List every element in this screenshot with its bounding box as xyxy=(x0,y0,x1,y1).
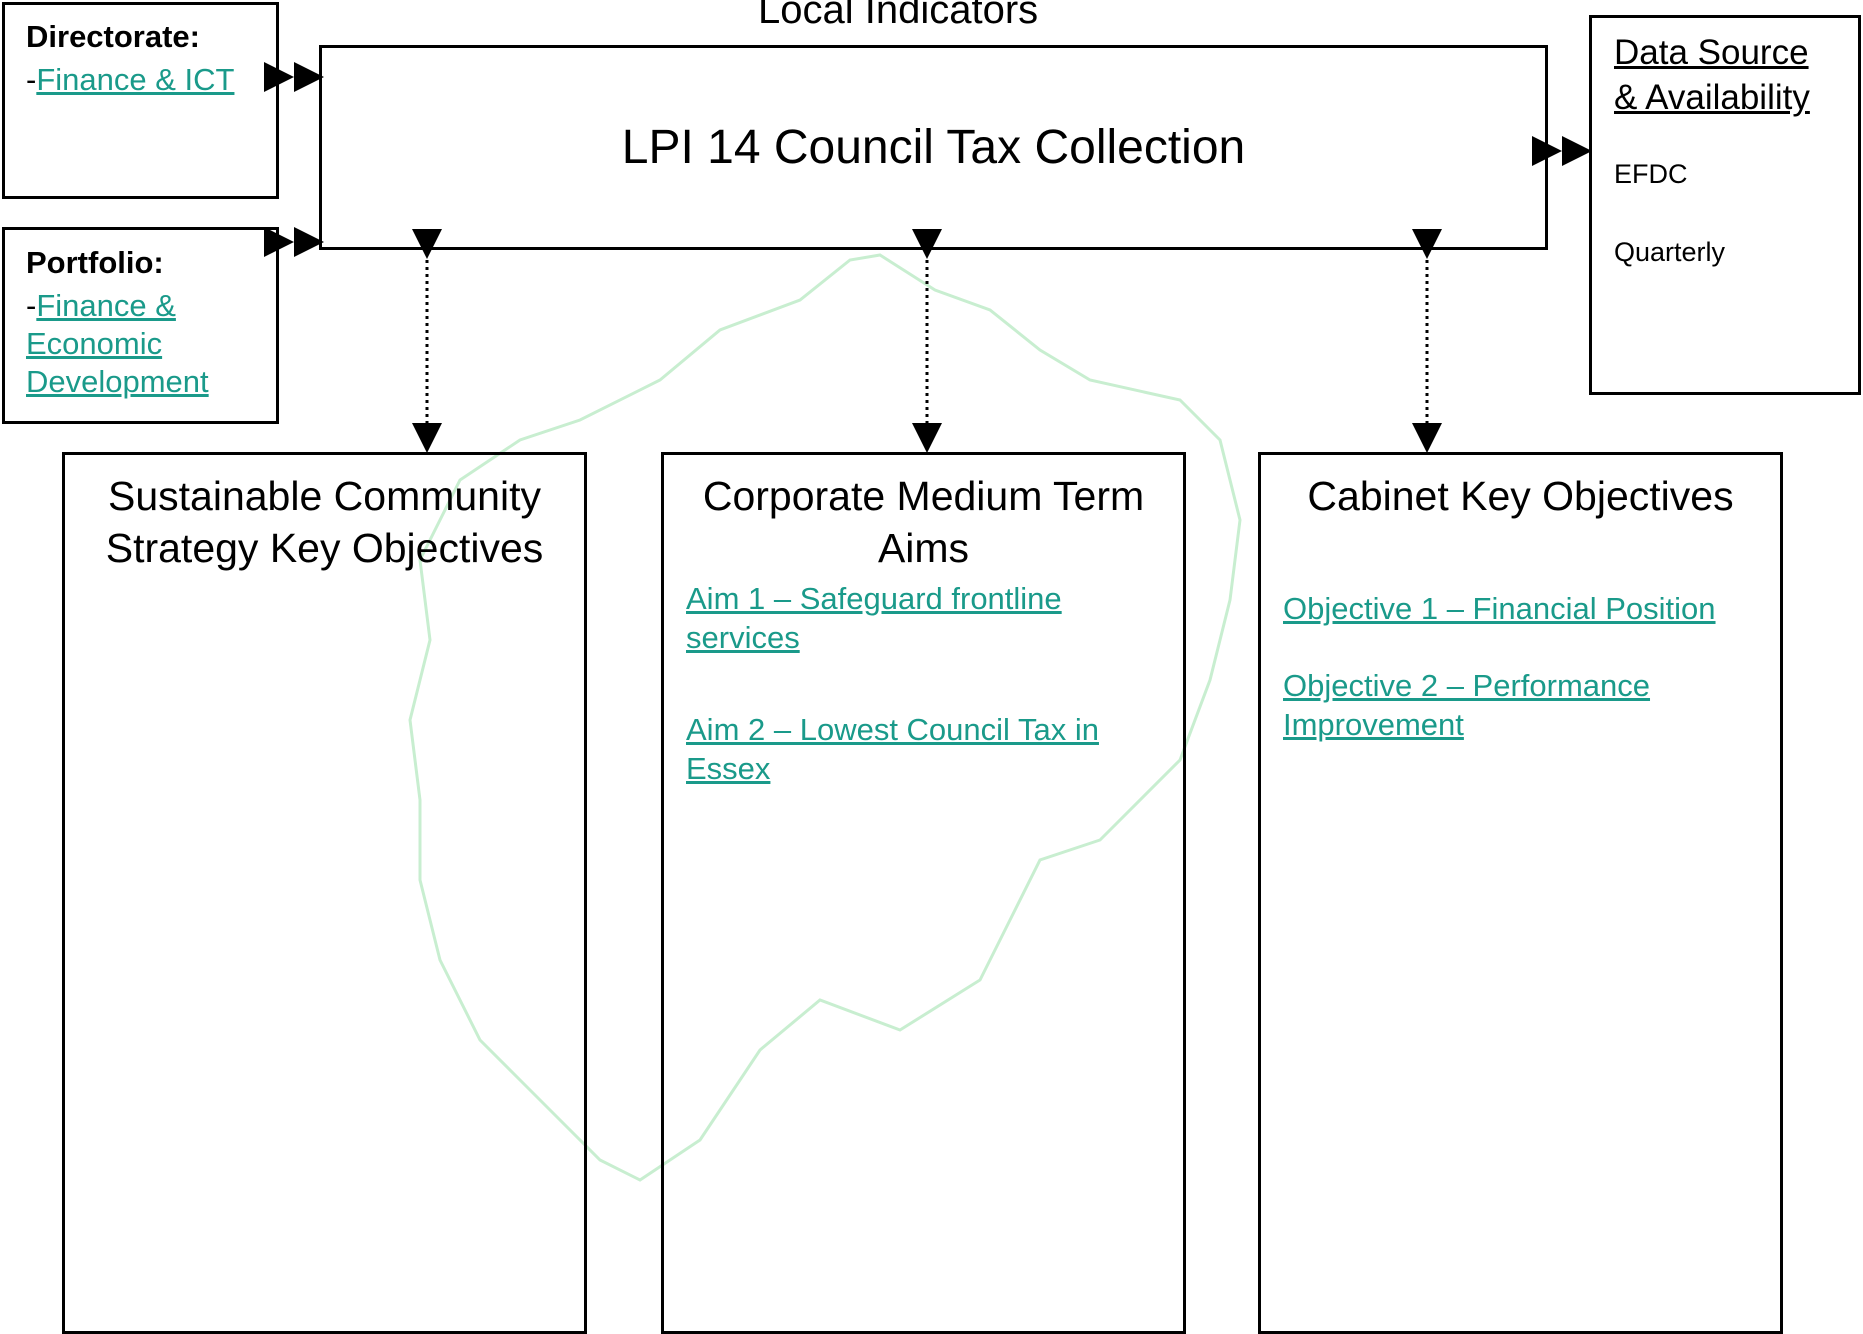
objective-1-link[interactable]: Objective 1 – Financial Position xyxy=(1283,591,1716,626)
directorate-entry: -Finance & ICT xyxy=(26,61,234,99)
directorate-prefix: - xyxy=(26,62,37,97)
data-source-heading-line2[interactable]: & Availability xyxy=(1614,78,1810,117)
data-source-value: EFDC xyxy=(1614,159,1688,189)
objective-2-link[interactable]: Objective 2 – Performance Improvement xyxy=(1283,668,1651,742)
directorate-label: Directorate: xyxy=(26,19,200,54)
cabinet-objectives-title: Cabinet Key Objectives xyxy=(1307,473,1734,519)
directorate-box: Directorate: -Finance & ICT xyxy=(2,2,279,199)
community-title-line2: Strategy Key Objectives xyxy=(105,525,544,571)
data-source-box: Data Source & Availability EFDC Quarterl… xyxy=(1589,15,1861,395)
community-title-line1: Sustainable Community xyxy=(108,473,541,519)
community-objectives-title: Sustainable Community Strategy Key Objec… xyxy=(65,470,584,574)
portfolio-entry: -Finance & Economic Development xyxy=(26,287,246,401)
data-source-heading: Data Source & Availability xyxy=(1614,30,1810,120)
portfolio-box: Portfolio: -Finance & Economic Developme… xyxy=(2,227,279,424)
aim-1-link[interactable]: Aim 1 – Safeguard frontline services xyxy=(686,581,1062,655)
portfolio-link[interactable]: Finance & Economic Development xyxy=(26,288,209,399)
portfolio-prefix: - xyxy=(26,288,37,323)
corporate-title-line1: Corporate Medium Term xyxy=(702,473,1145,519)
corporate-title-line2: Aims xyxy=(877,525,970,571)
data-source-heading-line1[interactable]: Data Source xyxy=(1614,33,1809,72)
portfolio-label: Portfolio: xyxy=(26,245,164,280)
indicator-title: LPI 14 Council Tax Collection xyxy=(621,121,1246,174)
corporate-aims-title: Corporate Medium Term Aims xyxy=(664,470,1183,574)
indicator-box: LPI 14 Council Tax Collection xyxy=(319,45,1548,250)
section-title: Local Indicators xyxy=(758,0,1039,32)
corporate-aims-box: Corporate Medium Term Aims Aim 1 – Safeg… xyxy=(661,452,1186,1334)
data-frequency-value: Quarterly xyxy=(1614,237,1726,267)
directorate-link[interactable]: Finance & ICT xyxy=(36,62,235,97)
cabinet-objectives-box: Cabinet Key Objectives Objective 1 – Fin… xyxy=(1258,452,1783,1334)
map-outline xyxy=(408,253,1242,1182)
community-objectives-box: Sustainable Community Strategy Key Objec… xyxy=(62,452,587,1334)
aim-2-link[interactable]: Aim 2 – Lowest Council Tax in Essex xyxy=(686,712,1099,786)
